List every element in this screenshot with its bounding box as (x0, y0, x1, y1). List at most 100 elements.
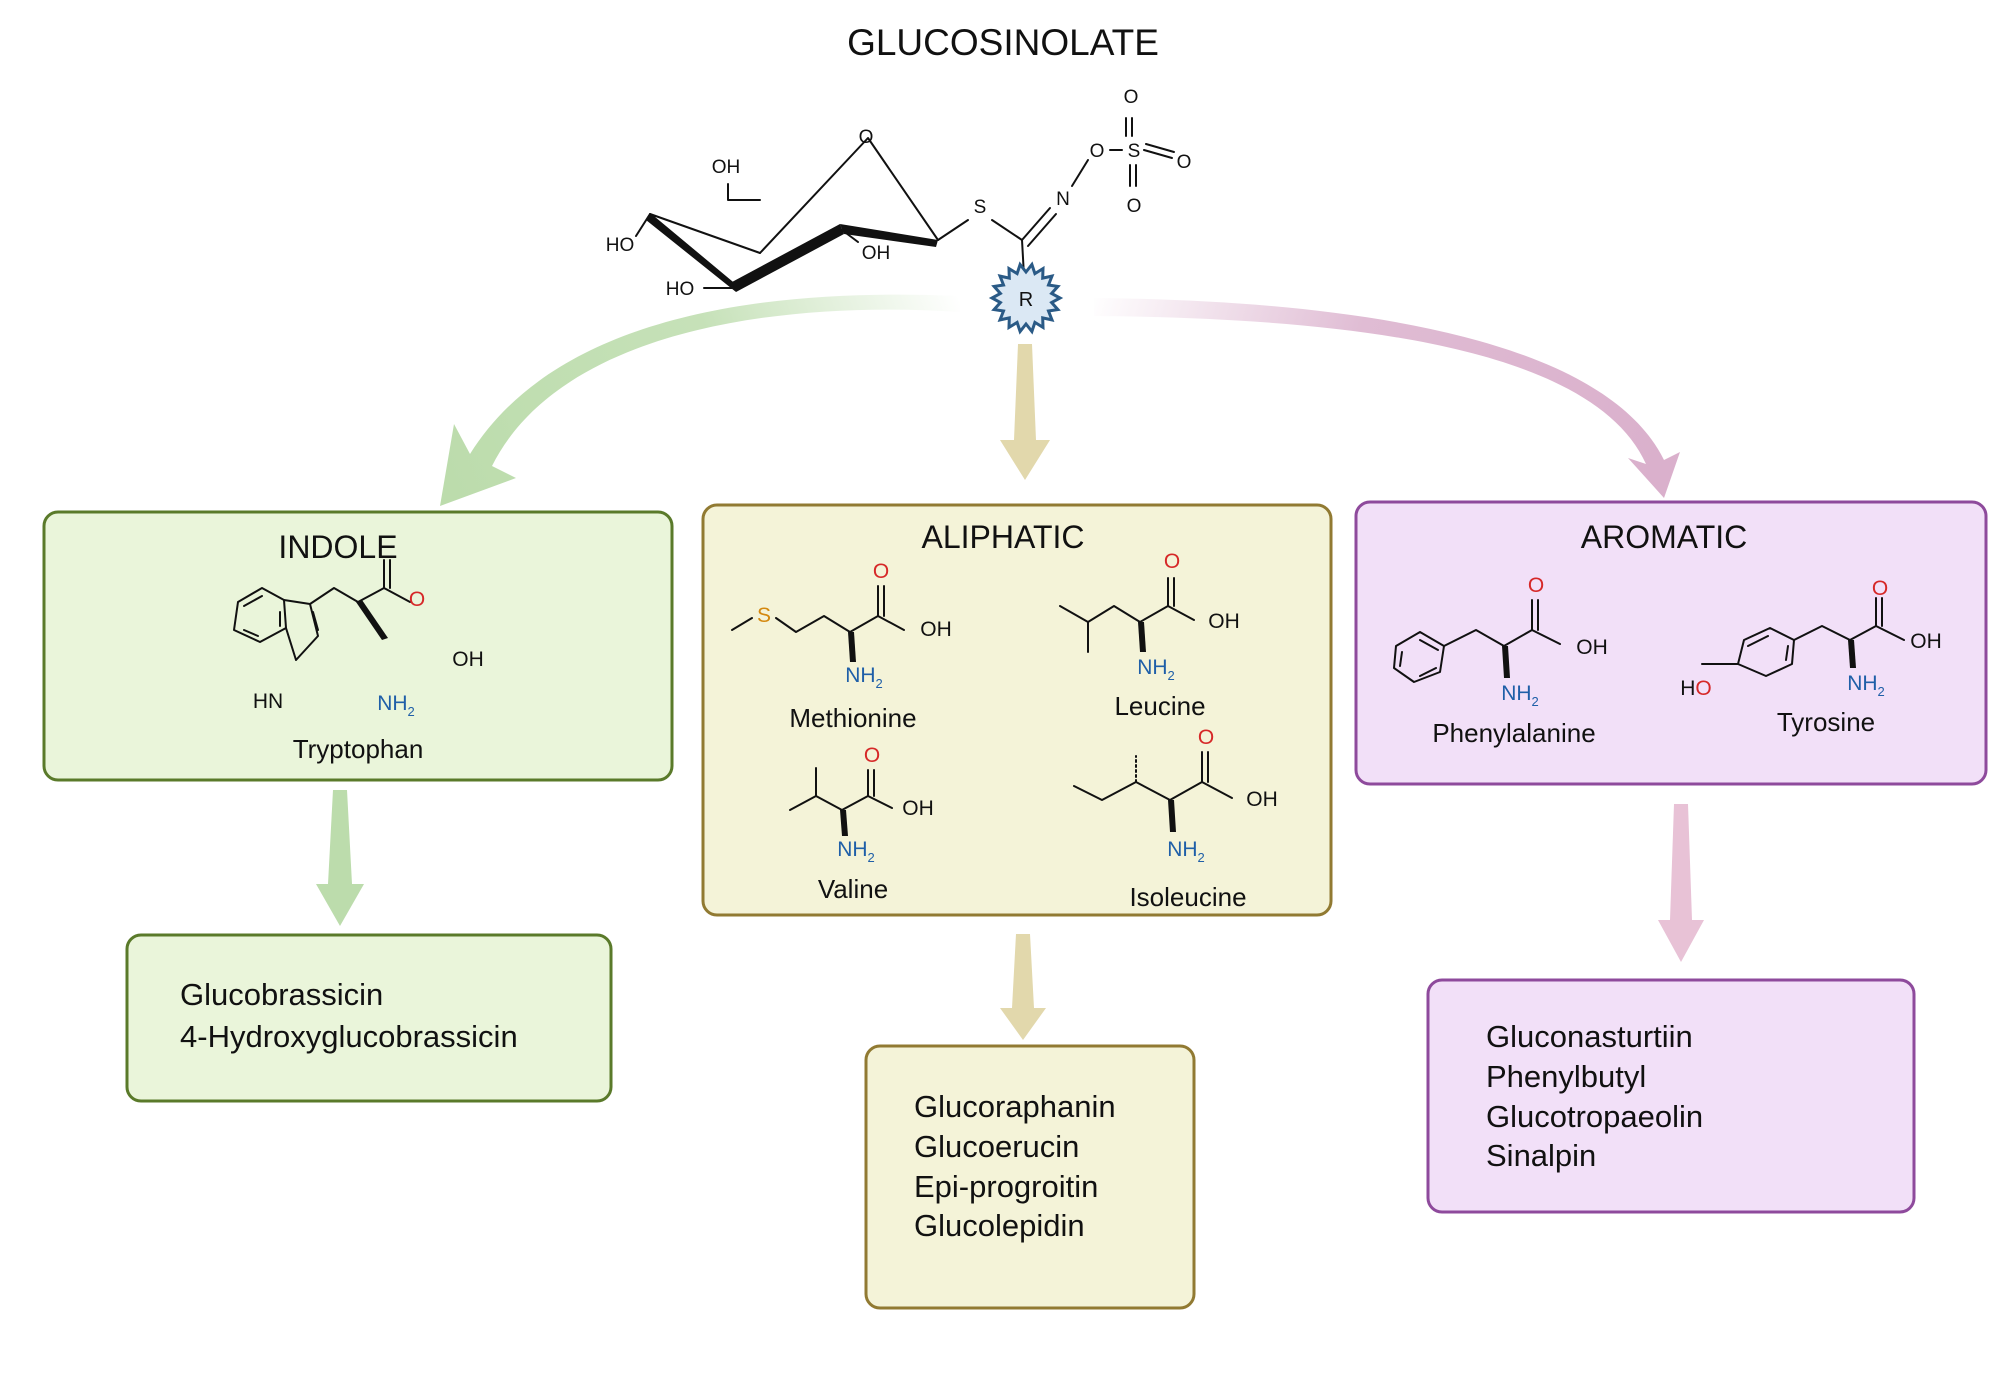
tyrosine-nh2: NH2 (1847, 672, 1885, 699)
sugar-ring-bold-edge (732, 224, 844, 292)
sugar-ring-bold-edge (840, 224, 938, 247)
methionine-oh: OH (920, 618, 952, 641)
indole-panel: INDOLE HN O OH NH2 Tryptophan (42, 510, 674, 782)
tryptophan-label: Tryptophan (293, 734, 424, 764)
phenylalanine-oh: OH (1576, 636, 1608, 659)
aromatic-panel: AROMATIC O OH NH2 Phenylalanine HO O OH … (1354, 500, 1988, 786)
leucine-structure: O OH NH2 (1059, 550, 1240, 683)
leucine-carbonyl-o: O (1164, 550, 1180, 573)
tryptophan-nh2: NH2 (377, 692, 415, 719)
aromatic-product: Phenylbutyl (1486, 1059, 1646, 1094)
aliphatic-product: Glucolepidin (914, 1208, 1085, 1243)
r-group-badge: R (988, 261, 1064, 335)
aliphatic-product: Glucoraphanin (914, 1089, 1116, 1124)
methionine-sulfur: S (757, 604, 771, 627)
ring-nh-label: HN (253, 690, 283, 713)
valine-nh2: NH2 (837, 838, 875, 865)
tryptophan-structure: HN O OH NH2 (233, 559, 484, 719)
aromatic-box (1354, 500, 1988, 786)
arrow-to-aromatic (1094, 298, 1680, 498)
n-o-bond (1071, 159, 1089, 187)
oxime-oxygen: O (1090, 141, 1105, 162)
tryptophan-wedge (356, 600, 388, 640)
phenylalanine-carbonyl-o: O (1528, 574, 1544, 597)
glucosinolate-structure: O OH HO OH HO S N O S O O O R (606, 87, 1192, 335)
phenylalanine-label: Phenylalanine (1432, 718, 1595, 748)
aromatic-down-arrow (1658, 804, 1704, 962)
indole-pyrrole-ring (283, 599, 319, 661)
arrow-to-indole (440, 294, 960, 506)
sulfonate-sulfur: S (1128, 141, 1141, 162)
sulfonate-oxygen-bottom: O (1127, 196, 1142, 217)
indole-down-arrow (316, 790, 364, 926)
tyrosine-structure: HO O OH NH2 (1680, 577, 1942, 700)
aliphatic-title: ALIPHATIC (922, 519, 1085, 555)
methionine-label: Methionine (789, 703, 916, 733)
sulfonyl-bond (1129, 164, 1137, 187)
sugar-ring-bond (649, 213, 761, 285)
tyrosine-oh: OH (1910, 630, 1942, 653)
indole-title: INDOLE (278, 529, 397, 565)
tyrosine-carbonyl-o: O (1872, 577, 1888, 600)
aliphatic-product: Glucoerucin (914, 1129, 1079, 1164)
leucine-nh2: NH2 (1137, 656, 1175, 683)
leucine-label: Leucine (1114, 691, 1205, 721)
indole-products-box: Glucobrassicin 4-Hydroxyglucobrassicin (125, 933, 613, 1103)
indole-product: Glucobrassicin (180, 977, 383, 1012)
indole-pyrrole-inner (312, 611, 319, 631)
tyrosine-label: Tyrosine (1777, 707, 1875, 737)
sulfonate-oxygen-top: O (1124, 87, 1139, 108)
sugar-ring-bond (759, 137, 939, 254)
aromatic-product: Sinalpin (1486, 1138, 1596, 1173)
imine-nitrogen: N (1056, 189, 1070, 210)
imine-double-bond (1021, 207, 1057, 247)
valine-structure: O OH NH2 (789, 744, 934, 865)
aliphatic-down-arrow (1000, 934, 1046, 1040)
sulfonate-oxygen-right: O (1177, 152, 1192, 173)
isoleucine-oh: OH (1246, 788, 1278, 811)
sugar-substituent-bond (841, 229, 859, 243)
sugar-substituent-bond (635, 213, 651, 237)
methionine-carbonyl-o: O (873, 560, 889, 583)
aliphatic-panel: ALIPHATIC S O OH NH2 Methionine O OH NH2… (701, 503, 1333, 917)
valine-label: Valine (818, 874, 888, 904)
indole-box (42, 510, 674, 782)
diagram-title: GLUCOSINOLATE (847, 22, 1159, 63)
thio-bond (937, 219, 969, 241)
isoleucine-structure: O OH NH2 (1073, 726, 1278, 865)
tyrosine-ho: HO (1680, 677, 1712, 700)
thio-sulfur: S (974, 197, 987, 218)
ring-oxygen: O (859, 127, 874, 148)
hydroxyl-c2: OH (862, 243, 891, 264)
thio-bond (991, 219, 1023, 241)
indole-benzene-inner (243, 595, 281, 637)
aliphatic-products-box: Glucoraphanin Glucoerucin Epi-progroitin… (864, 1044, 1196, 1310)
valine-carbonyl-o: O (864, 744, 880, 767)
isoleucine-carbonyl-o: O (1198, 726, 1214, 749)
aromatic-products-box: Gluconasturtiin Phenylbutyl Glucotropaeo… (1426, 978, 1916, 1214)
phenylalanine-structure: O OH NH2 (1393, 574, 1608, 709)
hydroxyl-c6: OH (712, 157, 741, 178)
tryptophan-carbonyl-o: O (409, 588, 425, 611)
indole-product: 4-Hydroxyglucobrassicin (180, 1019, 518, 1054)
aromatic-product: Glucotropaeolin (1486, 1099, 1703, 1134)
leucine-oh: OH (1208, 610, 1240, 633)
methionine-nh2: NH2 (845, 664, 883, 691)
tryptophan-oh: OH (452, 648, 484, 671)
sugar-substituent-bond (727, 183, 761, 201)
aliphatic-product: Epi-progroitin (914, 1169, 1098, 1204)
methionine-structure: S O OH NH2 (731, 560, 952, 691)
isoleucine-nh2: NH2 (1167, 838, 1205, 865)
r-group-label: R (1019, 289, 1033, 311)
aromatic-product: Gluconasturtiin (1486, 1019, 1693, 1054)
valine-oh: OH (902, 797, 934, 820)
isoleucine-label: Isoleucine (1129, 882, 1246, 912)
aromatic-title: AROMATIC (1581, 519, 1748, 555)
hydroxyl-c3: HO (666, 279, 695, 300)
sugar-ring-bold-edge (646, 214, 736, 292)
hydroxyl-c4: HO (606, 235, 635, 256)
r-group-star (988, 261, 1064, 335)
phenylalanine-nh2: NH2 (1501, 682, 1539, 709)
sulfonyl-bond (1125, 117, 1133, 137)
